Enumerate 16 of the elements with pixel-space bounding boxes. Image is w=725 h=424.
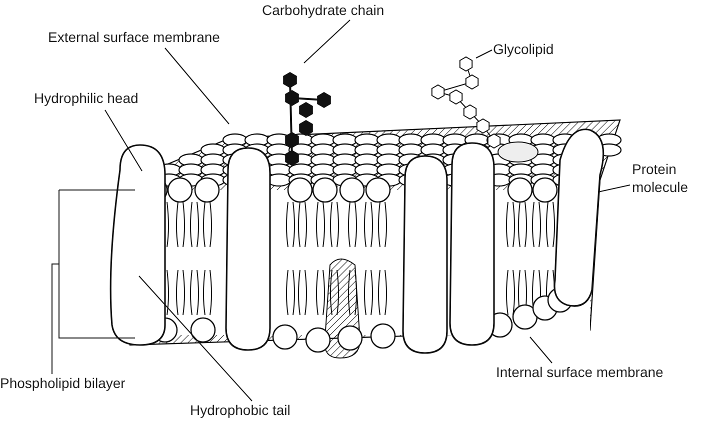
leader-line <box>598 184 630 192</box>
leader-line <box>476 50 492 58</box>
callout-label: Glycolipid <box>493 40 571 58</box>
callout-label: Hydrophilic head <box>34 89 154 107</box>
callout-label: External surface membrane <box>48 28 238 46</box>
callout-label: Hydrophobic tail <box>190 401 326 419</box>
callout-label: Internal surface membrane <box>496 363 724 381</box>
callout-label: Phospholipid bilayer <box>0 374 172 392</box>
leader-line <box>104 110 142 172</box>
leader-line <box>138 276 252 402</box>
leader-line <box>304 20 350 64</box>
callout-label: Protein molecule <box>632 160 702 196</box>
leader-line <box>530 336 552 364</box>
callout-label: Carbohydrate chain <box>262 1 402 19</box>
leader-line <box>164 48 230 124</box>
leader-line <box>52 264 60 374</box>
